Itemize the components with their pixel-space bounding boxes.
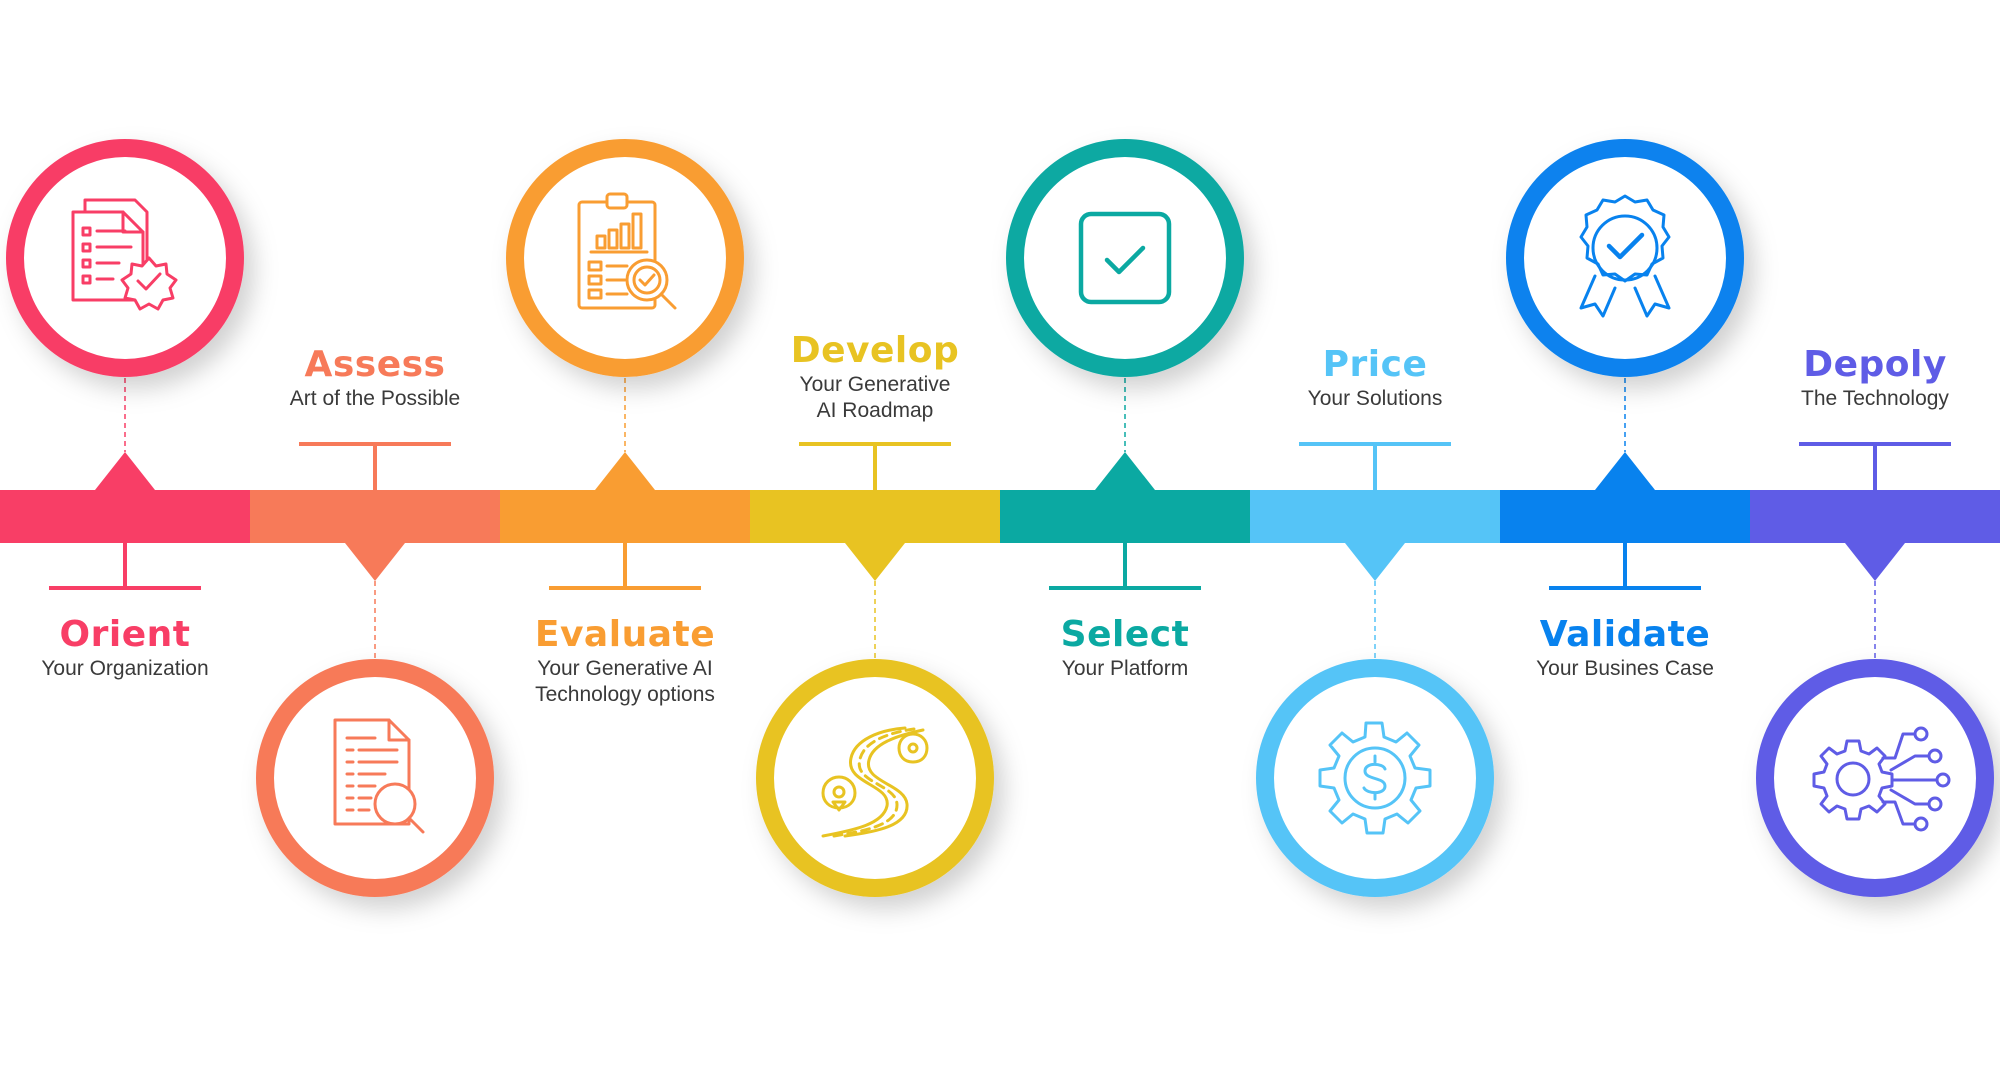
step-subtitle: Your Busines Case [1536,657,1714,680]
timeline-segment-6 [1250,490,1501,543]
timeline-bar [0,490,2000,543]
step-title: Assess [304,344,446,385]
step-title: Validate [1539,614,1711,655]
timeline-segment-8 [1750,490,2000,543]
connectors [49,378,1951,658]
timeline-segment-5 [1000,490,1251,543]
circle-ring [756,659,994,897]
step-subtitle: Your Generative AI Technology options [535,657,715,706]
step-circle-select [1006,139,1244,377]
circle-ring [1756,659,1994,897]
dollar-gear-icon [1318,721,1432,835]
step-subtitle: Your Generative AI Roadmap [799,373,951,422]
circle-ring [1506,139,1744,377]
step-title: Depoly [1803,344,1947,385]
timeline-segment-3 [500,490,751,543]
pointer-down [845,543,905,581]
timeline-segment-1 [0,490,251,543]
timeline-segment-4 [750,490,1001,543]
clipboard-analysis-icon [577,192,677,310]
pointer-down [1345,543,1405,581]
step-circle-depoly [1756,659,1994,897]
pointer-up [595,452,655,490]
step-subtitle: Your Organization [41,657,209,680]
step-subtitle: Art of the Possible [289,387,461,410]
circle-ring [1006,139,1244,377]
step-circle-develop [756,659,994,897]
pointer-down [345,543,405,581]
timeline-segment-7 [1500,490,1751,543]
document-search-icon [333,718,425,834]
step-subtitle: The Technology [1801,387,1949,410]
step-title: Evaluate [534,614,716,655]
step-subtitle: Your Platform [1061,657,1189,680]
step-circle-assess [256,659,494,897]
pointer-up [95,452,155,490]
checklist-documents-icon [71,198,178,311]
roadmap-icon [821,726,929,838]
award-badge-icon [1579,194,1671,318]
pointer-up [1595,452,1655,490]
step-circles [6,139,1994,897]
pointer-up [1095,452,1155,490]
step-title: Price [1322,344,1428,385]
step-title: Select [1060,614,1190,655]
circle-ring [256,659,494,897]
circle-ring [506,139,744,377]
step-title: Orient [59,614,191,655]
step-circle-orient [6,139,244,377]
pointer-down [1845,543,1905,581]
timeline-segment-2 [250,490,501,543]
step-circle-evaluate [506,139,744,377]
step-title: Develop [790,330,960,371]
step-subtitle: Your Solutions [1307,387,1443,410]
checkbox-icon [1078,211,1172,305]
step-circle-price [1256,659,1494,897]
gear-network-icon [1812,726,1951,832]
step-circle-validate [1506,139,1744,377]
